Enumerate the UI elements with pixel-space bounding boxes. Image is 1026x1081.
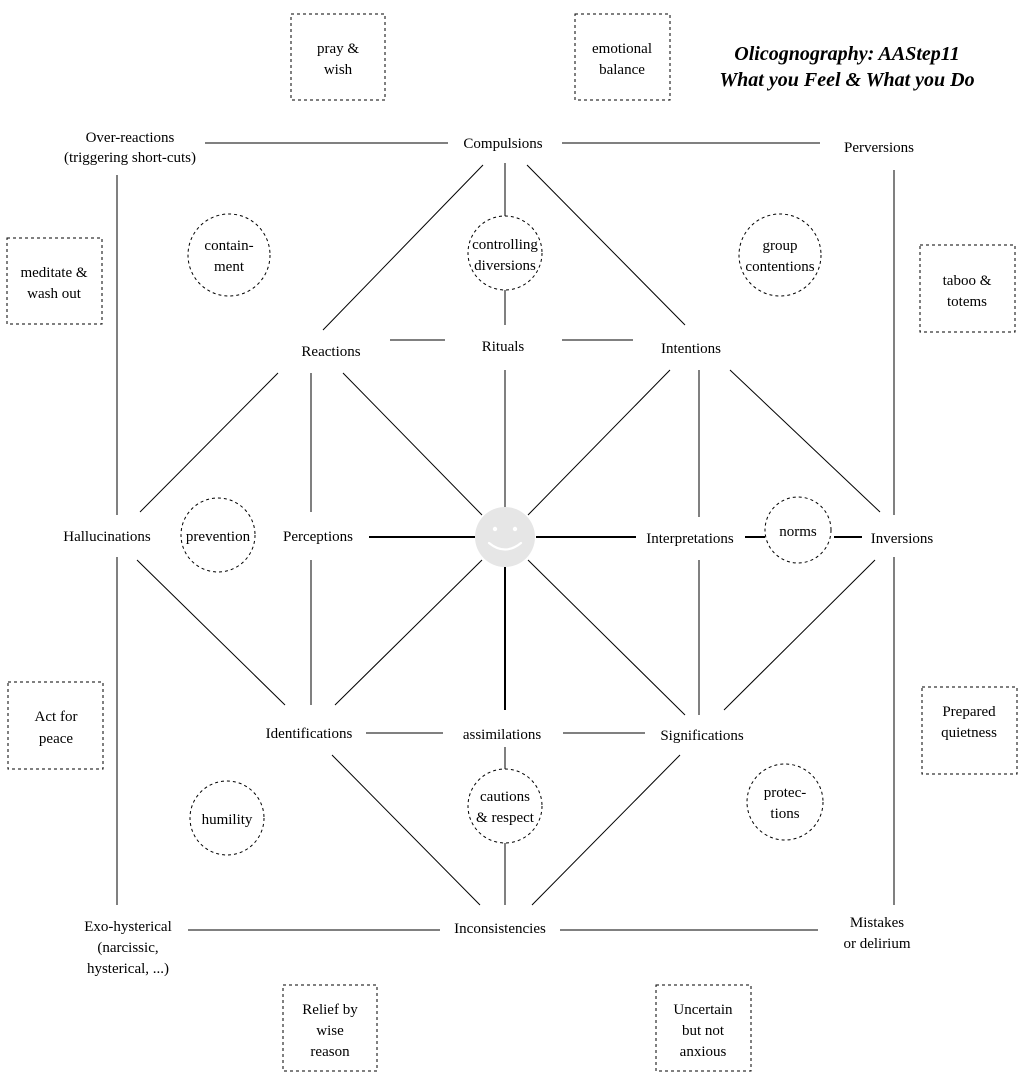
circle-norms: norms (764, 496, 832, 564)
box-emotional-line1: emotional (592, 41, 652, 57)
box-uncertain-not-anxious: Uncertain but not anxious (655, 984, 752, 1072)
box-uncertain-line3: anxious (680, 1044, 727, 1060)
box-prepared-line1: Prepared (942, 704, 996, 720)
node-perceptions: Perceptions (283, 529, 353, 545)
circle-protections-line2: tions (770, 806, 799, 822)
box-relief-line1: Relief by (302, 1002, 358, 1018)
node-assimilations: assimilations (463, 727, 541, 743)
circle-prevention: prevention (180, 497, 256, 573)
circle-humility: humility (189, 780, 265, 856)
edge-significations-inconsistencies (531, 754, 681, 906)
node-exo-hysterical-line2: (narcissic, (97, 940, 158, 956)
node-identifications: Identifications (266, 726, 353, 742)
edge-compulsions-reactions (322, 164, 484, 331)
edge-hallucinations-identifications (136, 559, 286, 706)
box-relief-by-wise-reason: Relief by wise reason (282, 984, 378, 1072)
node-exo-hysterical-line3: hysterical, ...) (87, 961, 169, 977)
node-perversions: Perversions (844, 140, 914, 156)
box-meditate-line2: wash out (27, 286, 82, 302)
smiley-face-icon (475, 507, 535, 567)
circle-prevention-label: prevention (186, 529, 251, 545)
node-interpretations: Interpretations (646, 531, 734, 547)
circle-containment-line2: ment (214, 259, 245, 275)
box-meditate-wash-out: meditate & wash out (6, 237, 103, 325)
node-inconsistencies: Inconsistencies (454, 921, 546, 937)
box-relief-line3: reason (310, 1044, 350, 1060)
node-compulsions: Compulsions (463, 136, 542, 152)
circle-controlling-line1: controlling (472, 237, 538, 253)
box-prepared-quietness: Prepared quietness (921, 686, 1018, 775)
edge-reactions-hallucinations (139, 372, 279, 513)
circle-cautions-line1: cautions (480, 789, 530, 805)
node-significations: Significations (660, 728, 743, 744)
circle-norms-label: norms (779, 524, 817, 540)
box-uncertain-line1: Uncertain (673, 1002, 733, 1018)
circle-cautions-respect: cautions & respect (467, 768, 543, 844)
circle-containment-line1: contain- (204, 238, 253, 254)
node-reactions: Reactions (301, 344, 360, 360)
circle-protections: protec- tions (746, 763, 824, 841)
box-uncertain-line2: but not (682, 1023, 725, 1039)
circle-group-line2: contentions (745, 259, 814, 275)
edge-compulsions-intentions (526, 164, 686, 326)
node-hallucinations: Hallucinations (63, 529, 151, 545)
box-pray-line2: wish (324, 62, 353, 78)
edge-center-significations (527, 559, 686, 716)
box-pray-line1: pray & (317, 41, 359, 57)
circle-cautions-line2: & respect (476, 810, 535, 826)
box-taboo-totems: taboo & totems (919, 244, 1016, 333)
box-pray-wish: pray & wish (290, 13, 386, 101)
node-inversions: Inversions (871, 531, 934, 547)
box-prepared-line2: quietness (941, 725, 997, 741)
node-rituals: Rituals (482, 339, 525, 355)
node-labels: Compulsions Over-reactions (triggering s… (63, 130, 933, 977)
connector-lines (116, 142, 895, 931)
node-mistakes-line1: Mistakes (850, 915, 904, 931)
circle-containment: contain- ment (187, 213, 271, 297)
box-act-for-peace: Act for peace (7, 681, 104, 770)
node-intentions: Intentions (661, 341, 721, 357)
dashed-circles: contain- ment controlling diversions gro… (180, 213, 832, 856)
box-taboo-line2: totems (947, 294, 987, 310)
circle-controlling-line2: diversions (474, 258, 536, 274)
circle-humility-label: humility (202, 812, 253, 828)
box-taboo-line1: taboo & (943, 273, 992, 289)
edge-identifications-inconsistencies (331, 754, 481, 906)
edge-center-identifications (334, 559, 483, 706)
circle-group-contentions: group contentions (738, 213, 822, 297)
title-line2: What you Feel & What you Do (719, 69, 974, 91)
circle-controlling-diversions: controlling diversions (467, 215, 543, 291)
circle-group-line1: group (763, 238, 798, 254)
box-relief-line2: wise (316, 1023, 344, 1039)
node-exo-hysterical-line1: Exo-hysterical (84, 919, 171, 935)
node-mistakes-line2: or delirium (843, 936, 910, 952)
box-act-line2: peace (39, 731, 73, 747)
edge-intentions-center (527, 369, 671, 516)
diagram-title: Olicognography: AAStep11 What you Feel &… (719, 43, 974, 91)
box-act-line1: Act for (35, 709, 78, 725)
node-over-reactions-line1: Over-reactions (86, 130, 175, 146)
circle-protections-line1: protec- (764, 785, 806, 801)
edge-inversions-significations (723, 559, 876, 711)
title-line1: Olicognography: AAStep11 (734, 43, 959, 65)
edge-intentions-inversions (729, 369, 881, 513)
node-over-reactions-line2: (triggering short-cuts) (64, 150, 196, 166)
box-emotional-balance: emotional balance (574, 13, 671, 101)
edge-reactions-center (342, 372, 483, 516)
box-emotional-line2: balance (599, 62, 645, 78)
box-meditate-line1: meditate & (20, 265, 87, 281)
dashed-boxes: pray & wish emotional balance meditate &… (6, 13, 1018, 1072)
